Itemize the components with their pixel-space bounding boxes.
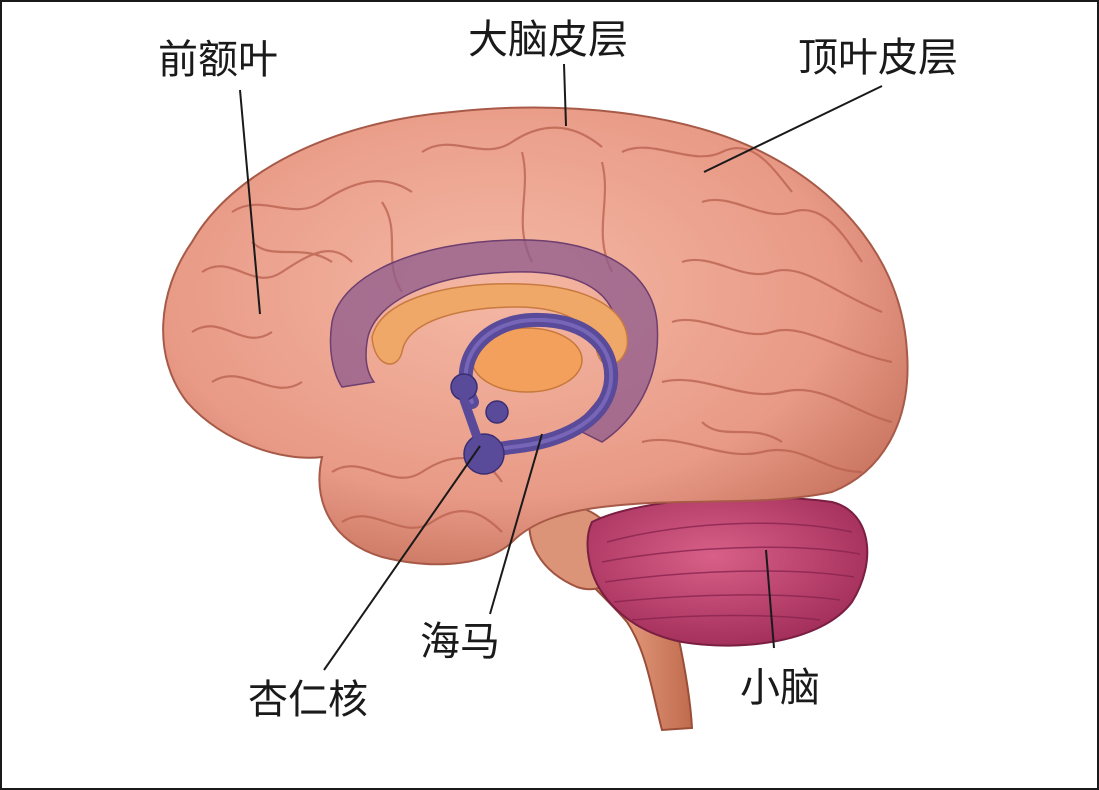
- label-parietal-cortex: 顶叶皮层: [798, 35, 958, 81]
- corpus-callosum: [371, 283, 629, 366]
- leader-cerebellum: [765, 549, 775, 649]
- label-cerebral-cortex: 大脑皮层: [468, 17, 628, 63]
- leader-lines: [239, 63, 883, 671]
- cerebellum-folia: [601, 522, 861, 621]
- leader-parietal: [703, 85, 883, 173]
- label-hippocampus: 海马: [420, 619, 500, 665]
- leader-frontal: [239, 89, 261, 315]
- label-frontal-lobe: 前额叶: [158, 37, 278, 83]
- amygdala: [463, 433, 505, 475]
- label-amygdala: 杏仁核: [248, 677, 368, 723]
- leader-cortex: [563, 63, 567, 127]
- leader-hippocampus: [489, 433, 543, 615]
- label-cerebellum: 小脑: [740, 665, 820, 711]
- leader-amygdala: [323, 445, 481, 671]
